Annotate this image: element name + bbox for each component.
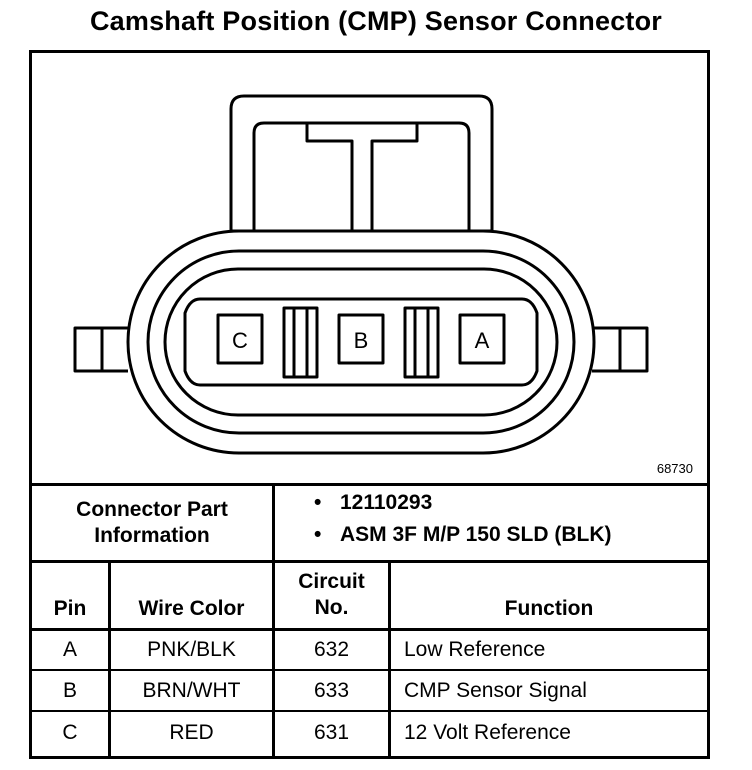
row-b-function: CMP Sensor Signal xyxy=(404,679,587,702)
part-info-list: 12110293 ASM 3F M/P 150 SLD (BLK) xyxy=(302,487,611,551)
pin-label-b: B xyxy=(354,328,369,353)
diagram-frame: C B A 68730 Connector Part Information 1… xyxy=(29,50,710,759)
row-c-function: 12 Volt Reference xyxy=(404,721,571,744)
part-description: ASM 3F M/P 150 SLD (BLK) xyxy=(302,519,611,551)
cavity-b xyxy=(337,313,385,365)
row-a-circuit: 632 xyxy=(313,638,350,661)
pin-label-c: C xyxy=(232,328,248,353)
connector-illustration: C B A xyxy=(73,94,649,455)
row-a-pin: A xyxy=(62,638,77,661)
row-a-function: Low Reference xyxy=(404,638,546,661)
cavity-c xyxy=(216,313,264,365)
page-title: Camshaft Position (CMP) Sensor Connector xyxy=(89,6,663,36)
locking-tab-inner xyxy=(252,121,471,231)
separator-left xyxy=(282,306,319,379)
row-b-circuit: 633 xyxy=(313,679,350,702)
connector-body-mid xyxy=(146,249,576,435)
cavity-frame xyxy=(183,297,539,387)
locking-tab xyxy=(229,94,494,231)
connector-body-inner xyxy=(163,267,559,417)
row-b-pin: B xyxy=(62,679,77,702)
header-circuit: Circuit No. xyxy=(298,570,365,619)
row-a-wire-color: PNK/BLK xyxy=(147,638,236,661)
col-divider xyxy=(272,560,275,756)
header-wire-color: Wire Color xyxy=(138,597,245,620)
col-divider xyxy=(108,560,111,756)
col-divider xyxy=(388,560,391,756)
row-border xyxy=(32,710,707,712)
row-border xyxy=(32,669,707,671)
part-info-divider xyxy=(272,483,275,563)
figure-number: 68730 xyxy=(656,461,693,476)
row-c-pin: C xyxy=(62,721,78,744)
header-border xyxy=(32,628,707,631)
header-function: Function xyxy=(504,597,594,620)
row-b-wire-color: BRN/WHT xyxy=(142,679,241,702)
pin-label-a: A xyxy=(475,328,490,353)
connector-body-outer xyxy=(126,229,596,455)
header-pin: Pin xyxy=(53,597,87,620)
part-number: 12110293 xyxy=(302,487,611,519)
row-c-circuit: 631 xyxy=(313,721,350,744)
row-c-wire-color: RED xyxy=(169,721,214,744)
part-info-border xyxy=(32,560,707,563)
tab-t-slot xyxy=(305,123,419,231)
part-info-label: Connector Part Information xyxy=(76,498,228,547)
table-top-border xyxy=(32,483,707,486)
cavity-a xyxy=(458,313,506,365)
separator-right xyxy=(403,306,440,379)
